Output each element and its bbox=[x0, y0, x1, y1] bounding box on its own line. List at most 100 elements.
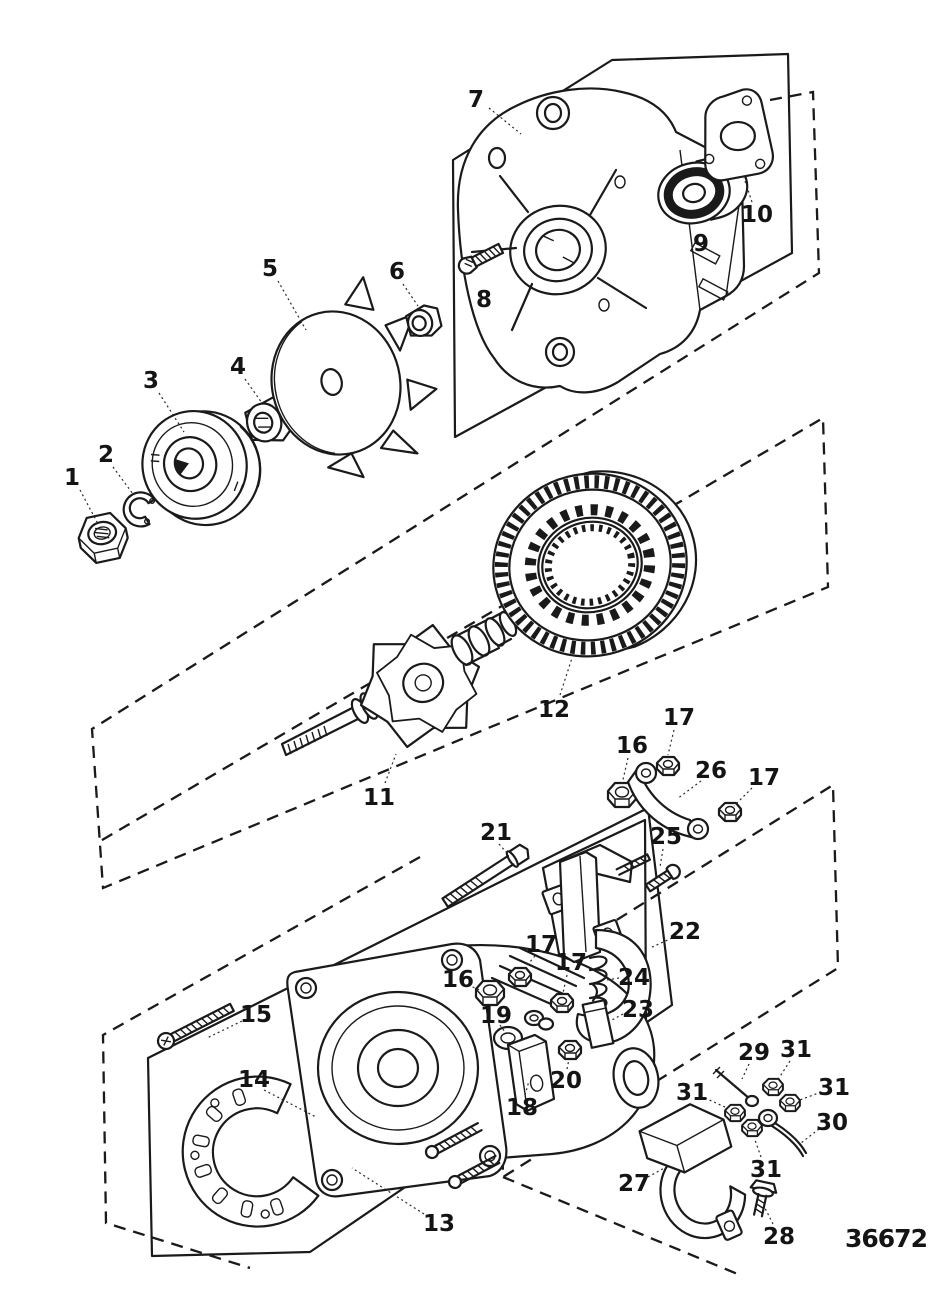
part-17-nut-d bbox=[549, 992, 575, 1014]
part-11-rotor bbox=[280, 609, 518, 757]
callout-leader-19-27 bbox=[499, 1024, 506, 1033]
callout-label-22-21: 22 bbox=[669, 919, 701, 945]
callout-label-19-27: 19 bbox=[480, 1003, 512, 1029]
part-19-washer-set bbox=[492, 1009, 555, 1051]
callout-leader-12-11 bbox=[559, 657, 573, 696]
callout-leader-17-16 bbox=[667, 729, 675, 756]
part-6-collar bbox=[404, 304, 443, 338]
callout-leader-20-29 bbox=[566, 1058, 570, 1070]
callout-label-21-20: 21 bbox=[480, 820, 512, 846]
part-18-brush-holder bbox=[506, 1033, 556, 1112]
callout-label-23-23: 23 bbox=[622, 997, 654, 1023]
callout-leader-6-5 bbox=[402, 283, 419, 307]
part-28-screw bbox=[749, 1179, 778, 1218]
callout-label-31-35: 31 bbox=[676, 1080, 708, 1106]
callout-label-26-17: 26 bbox=[695, 758, 727, 784]
callout-leader-31-33 bbox=[776, 1060, 791, 1082]
callout-leader-11-10 bbox=[384, 753, 397, 784]
callout-label-29-32: 29 bbox=[738, 1040, 770, 1066]
part-24-brush-spring bbox=[588, 955, 608, 1014]
callout-label-31-33: 31 bbox=[780, 1037, 812, 1063]
callout-label-28-31: 28 bbox=[763, 1224, 795, 1250]
callout-label-4-3: 4 bbox=[230, 354, 246, 380]
part-17-nut-a bbox=[655, 755, 681, 777]
callout-leader-10-9 bbox=[743, 177, 753, 203]
callout-leader-31-35 bbox=[704, 1097, 728, 1109]
diagram-number: 36672 bbox=[845, 1224, 927, 1253]
part-16-nut-b bbox=[474, 979, 506, 1007]
callout-label-31-36: 31 bbox=[750, 1157, 782, 1183]
callout-label-24-22: 24 bbox=[618, 965, 650, 991]
part-7-front-housing bbox=[456, 87, 746, 394]
part-31-nut-c bbox=[724, 1103, 746, 1123]
part-21-through-bolt bbox=[441, 843, 530, 908]
part-17-nut-b bbox=[717, 801, 743, 823]
part-5-fan bbox=[270, 276, 438, 479]
part-22-regulator-assembly bbox=[541, 843, 652, 1045]
callout-leader-13-12 bbox=[351, 1167, 425, 1215]
callout-leader-21-20 bbox=[498, 843, 508, 854]
part-26-terminal-strap bbox=[626, 761, 710, 841]
part-8-screw bbox=[457, 242, 505, 275]
callout-leader-17-18 bbox=[733, 787, 753, 807]
callout-label-1-0: 1 bbox=[64, 465, 80, 491]
callout-label-11-10: 11 bbox=[363, 785, 395, 811]
callout-label-17-16: 17 bbox=[663, 705, 695, 731]
callout-leader-4-3 bbox=[244, 378, 263, 404]
part-31-nut-a bbox=[762, 1077, 784, 1097]
callout-label-25-19: 25 bbox=[650, 824, 682, 850]
callout-label-7-6: 7 bbox=[468, 87, 484, 113]
callout-label-16-15: 16 bbox=[616, 733, 648, 759]
callout-leader-31-36 bbox=[754, 1139, 762, 1158]
callout-label-9-8: 9 bbox=[693, 231, 709, 257]
callout-label-13-12: 13 bbox=[423, 1211, 455, 1237]
callout-label-10-9: 10 bbox=[741, 202, 773, 228]
callout-leader-17-26 bbox=[562, 974, 568, 994]
callout-leader-26-17 bbox=[676, 780, 702, 800]
callout-leader-23-23 bbox=[611, 1013, 624, 1021]
front-housing-group-box bbox=[451, 52, 794, 439]
callout-leader-2-1 bbox=[112, 466, 134, 495]
part-15-screw bbox=[156, 1002, 235, 1051]
callout-label-17-18: 17 bbox=[748, 765, 780, 791]
callout-label-5-4: 5 bbox=[262, 256, 278, 282]
callout-label-15-14: 15 bbox=[240, 1002, 272, 1028]
callout-leader-29-32 bbox=[741, 1063, 750, 1080]
callout-label-18-28: 18 bbox=[506, 1095, 538, 1121]
part-31-nut-b bbox=[779, 1093, 801, 1113]
callout-label-8-7: 8 bbox=[476, 287, 492, 313]
part-27-terminal-cover bbox=[638, 1103, 747, 1241]
callout-label-27-30: 27 bbox=[618, 1171, 650, 1197]
part-30-lead-wire bbox=[757, 1108, 808, 1158]
callout-label-31-34: 31 bbox=[818, 1075, 850, 1101]
callout-label-12-11: 12 bbox=[538, 697, 570, 723]
callout-label-17-26: 17 bbox=[555, 950, 587, 976]
part-29-jumper-wire bbox=[712, 1066, 760, 1108]
part-3-pulley bbox=[141, 409, 262, 527]
part-23-brush bbox=[581, 983, 615, 1049]
callout-label-16-24: 16 bbox=[442, 967, 474, 993]
callout-leader-30-37 bbox=[800, 1128, 820, 1144]
callout-label-14-13: 14 bbox=[238, 1067, 270, 1093]
callout-leader-15-14 bbox=[206, 1020, 243, 1039]
callout-leader-28-31 bbox=[764, 1207, 774, 1225]
callout-label-3-2: 3 bbox=[143, 368, 159, 394]
callout-label-2-1: 2 bbox=[98, 442, 114, 468]
callout-leader-16-15 bbox=[621, 757, 629, 785]
callout-label-20-29: 20 bbox=[550, 1068, 582, 1094]
callout-leader-22-21 bbox=[649, 937, 673, 949]
part-1-nut bbox=[77, 511, 129, 565]
part-20-nut bbox=[557, 1039, 583, 1061]
callout-leader-25-19 bbox=[659, 848, 664, 868]
callout-label-17-25: 17 bbox=[525, 932, 557, 958]
part-10-bearing-retainer bbox=[704, 88, 775, 182]
callout-leader-24-22 bbox=[606, 977, 620, 981]
part-12-stator bbox=[492, 470, 698, 658]
callout-label-30-37: 30 bbox=[816, 1110, 848, 1136]
part-25-screw bbox=[644, 863, 681, 893]
callout-label-6-5: 6 bbox=[389, 259, 405, 285]
part-17-nut-c bbox=[507, 966, 533, 988]
